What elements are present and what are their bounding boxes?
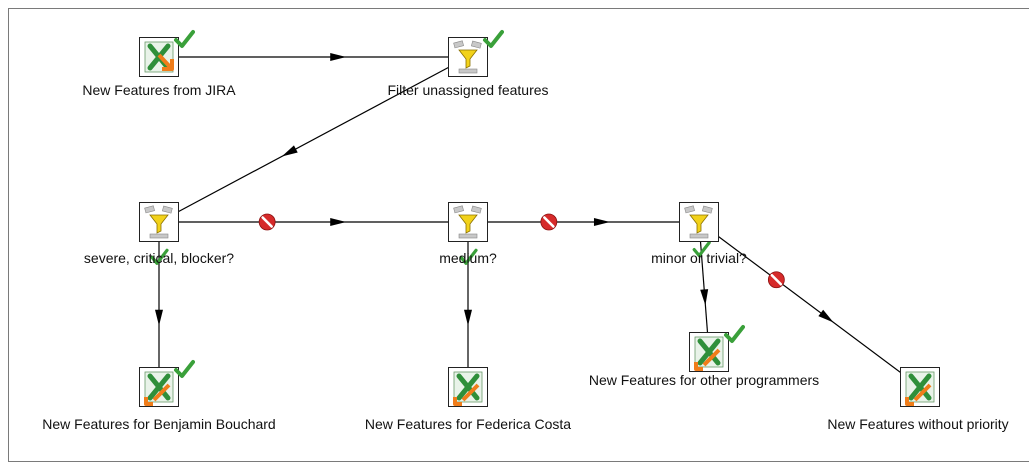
hop-false-icon — [767, 271, 785, 289]
step-federica[interactable] — [448, 367, 488, 407]
hop-minor-others[interactable] — [692, 221, 711, 353]
hop-minor-nopriority[interactable] — [698, 221, 921, 388]
hop-medium-minor[interactable] — [468, 213, 699, 231]
transformation-canvas[interactable]: New Features from JIRA Filter unassigned … — [8, 8, 1029, 462]
step-medium[interactable] — [448, 202, 488, 242]
hop-arrow — [593, 218, 610, 226]
step-label-benjamin: New Features for Benjamin Bouchard — [42, 416, 276, 432]
filter-rows-icon — [679, 202, 719, 242]
step-benjamin[interactable] — [139, 360, 195, 407]
hop-true-icon — [150, 248, 169, 265]
excel-input-icon — [139, 37, 179, 77]
excel-output-icon — [448, 367, 488, 407]
step-label-filter1: Filter unassigned features — [387, 82, 549, 98]
hop-severe-medium[interactable] — [159, 213, 468, 231]
hops-layer — [150, 53, 921, 388]
hop-arrow — [281, 145, 298, 157]
hop-arrow — [464, 309, 472, 326]
step-label-federica: New Features for Federica Costa — [364, 416, 572, 432]
filter-rows-icon — [139, 202, 179, 242]
hop-true-icon — [459, 248, 478, 265]
filter-rows-icon — [448, 202, 488, 242]
step-label-minor: minor or trivial? — [651, 250, 747, 266]
hop-true-icon — [692, 241, 711, 258]
hop-false-icon — [258, 213, 276, 231]
hop-false-icon — [540, 213, 558, 231]
step-label-severe: severe, critical, blocker? — [83, 250, 235, 266]
step-minor[interactable] — [679, 202, 719, 242]
check-icon — [483, 30, 504, 48]
filter-rows-icon — [448, 37, 488, 77]
hop-arrow — [330, 53, 347, 61]
hop-arrow — [818, 309, 834, 323]
hop-filter1-severe[interactable] — [158, 56, 469, 223]
check-icon — [724, 325, 745, 343]
check-icon — [174, 30, 195, 48]
step-label-jira: New Features from JIRA — [82, 82, 236, 98]
check-icon — [174, 360, 195, 378]
hop-severe-benjamin[interactable] — [150, 222, 169, 387]
hop-arrow — [700, 289, 709, 306]
hop-arrow — [330, 218, 347, 226]
excel-output-icon — [139, 367, 179, 407]
excel-output-icon — [689, 332, 729, 372]
step-label-medium: medium? — [439, 250, 497, 266]
hop-medium-federica[interactable] — [459, 222, 478, 387]
step-label-nopriority: New Features without priority — [827, 416, 1009, 432]
hop-jira-filter1[interactable] — [159, 53, 468, 61]
step-label-others: New Features for other programmers — [588, 372, 820, 388]
excel-output-icon — [900, 367, 940, 407]
step-jira[interactable] — [139, 30, 195, 77]
step-nopriority[interactable] — [900, 367, 940, 407]
step-filter1[interactable] — [448, 30, 504, 77]
step-severe[interactable] — [139, 202, 179, 242]
hop-arrow — [155, 309, 163, 326]
step-others[interactable] — [689, 325, 745, 372]
